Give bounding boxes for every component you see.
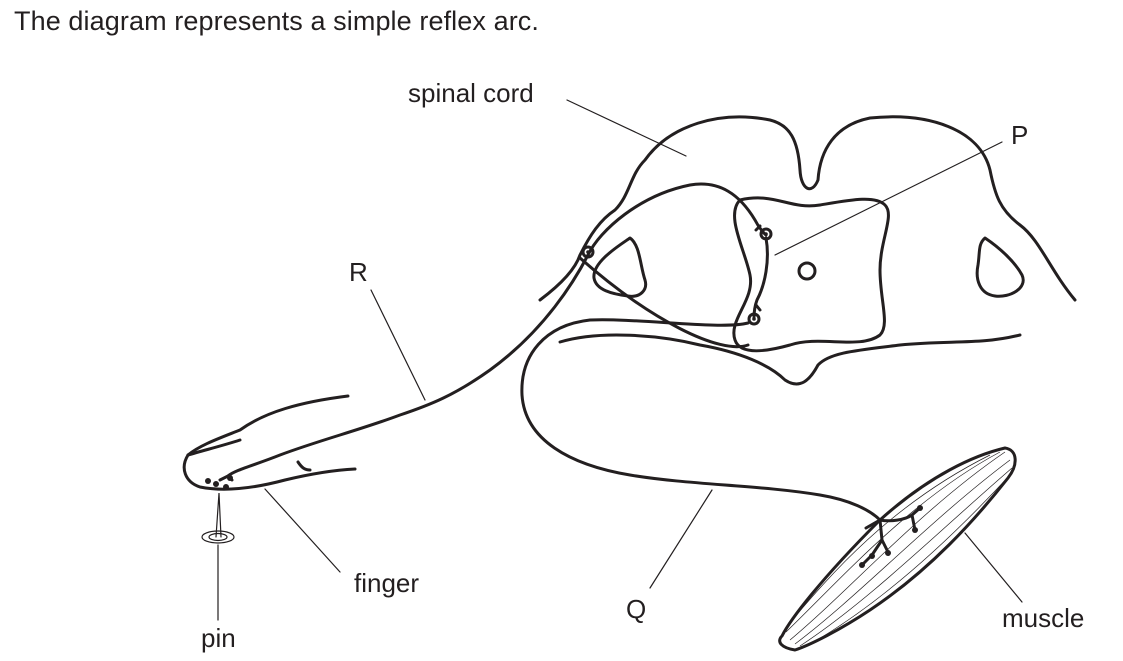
pin-drawing [201, 492, 235, 544]
motor-neurone [520, 318, 923, 568]
label-q: Q [626, 594, 647, 624]
label-muscle: muscle [1002, 603, 1085, 633]
label-spinal-cord: spinal cord [408, 78, 534, 108]
muscle-drawing [778, 446, 1017, 652]
diagram-caption: The diagram represents a simple reflex a… [14, 6, 540, 36]
label-finger: finger [354, 568, 420, 598]
sensory-neurone [226, 182, 768, 478]
finger-leader [264, 488, 341, 573]
q-leader [649, 489, 713, 589]
relay-neurone [747, 224, 773, 326]
p-leader [774, 141, 1003, 256]
spinal-cord-cross-section [538, 115, 1077, 386]
r-leader [370, 289, 426, 401]
spinal-cord-leader [566, 99, 687, 157]
label-p: P [1011, 120, 1029, 150]
muscle-leader [964, 532, 1023, 603]
finger-outline [182, 394, 357, 491]
label-pin: pin [201, 623, 236, 653]
label-r: R [349, 257, 368, 287]
